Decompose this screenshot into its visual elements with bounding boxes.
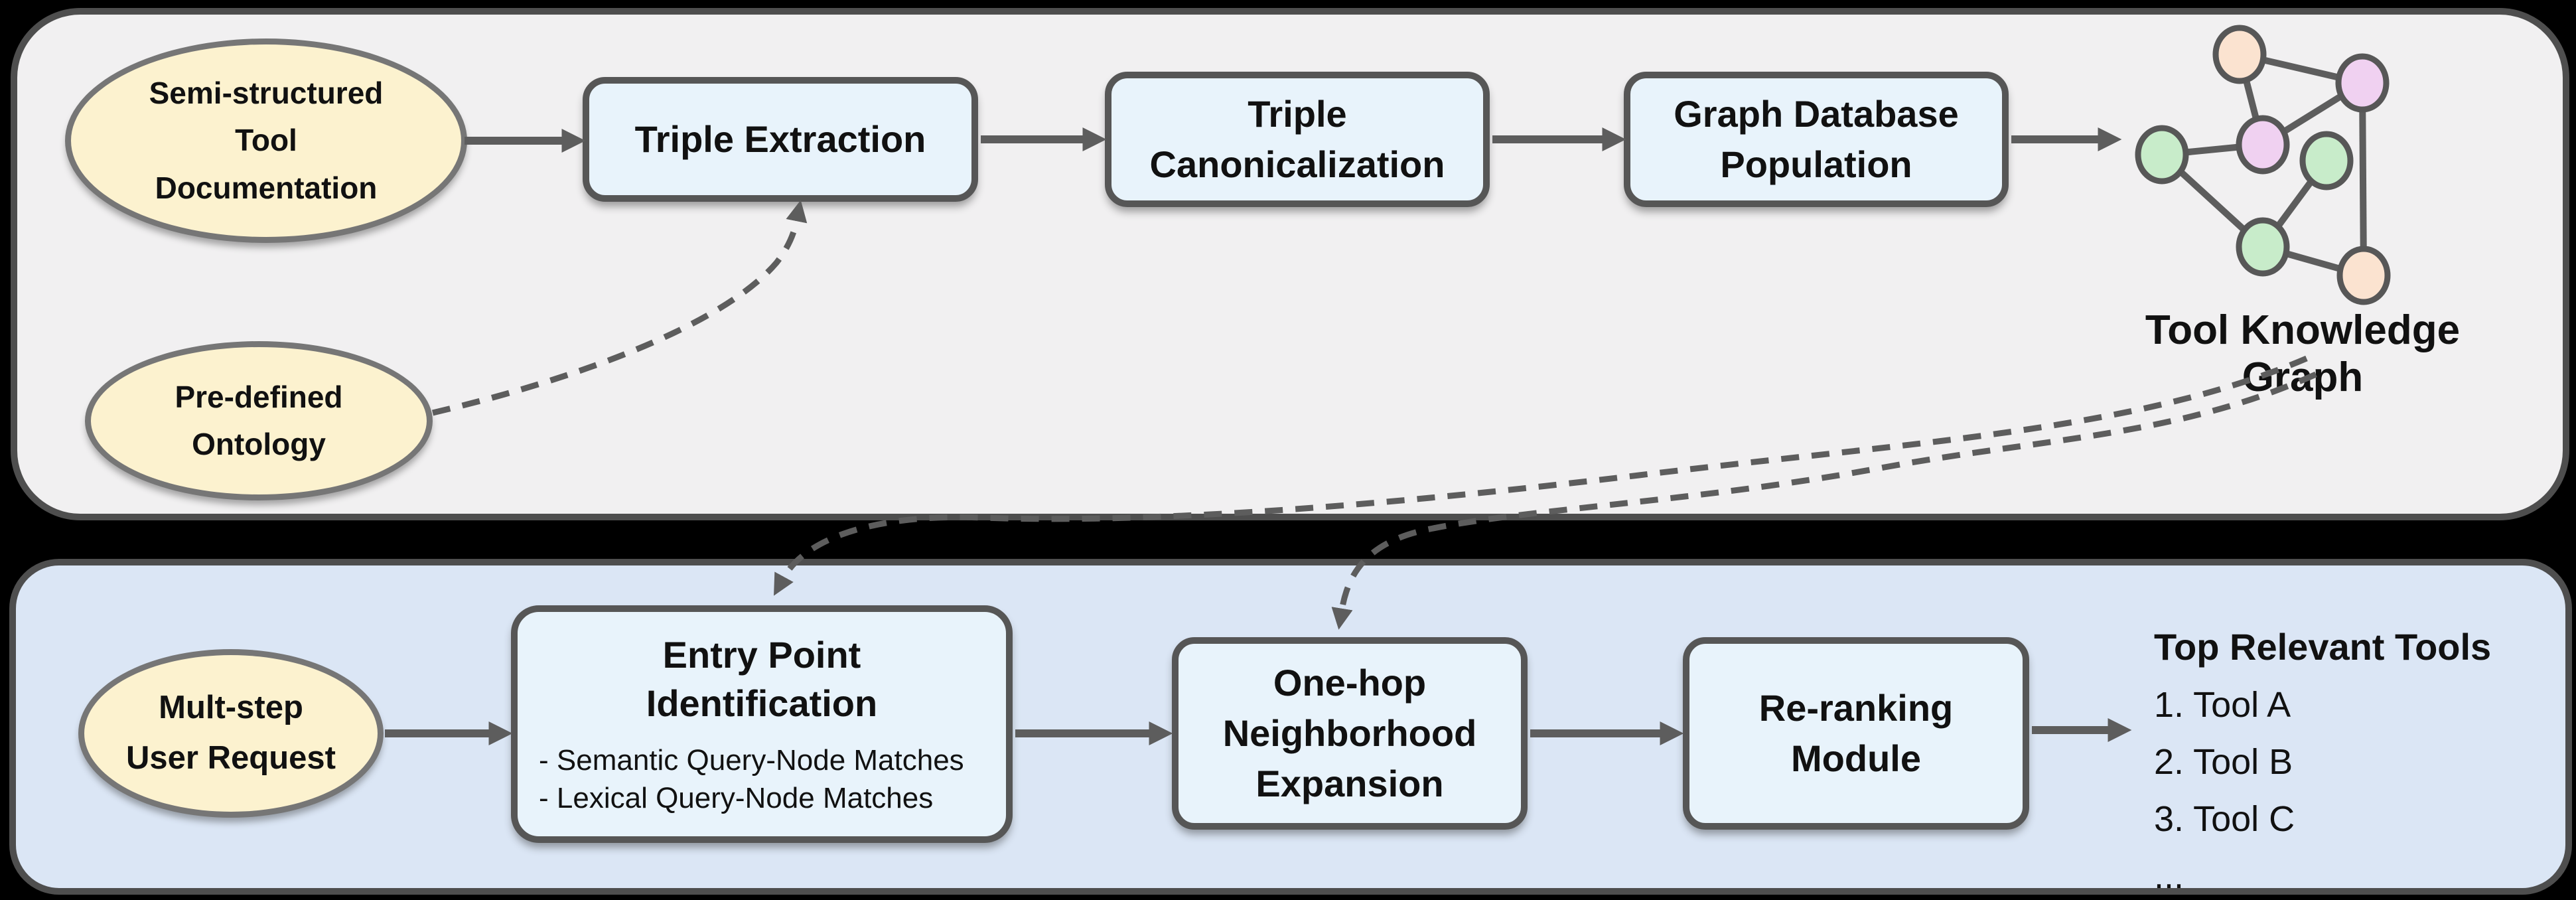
top-relevant-tools-title: Top Relevant Tools <box>2154 626 2492 668</box>
re-ranking-module-box: Re-ranking Module <box>1683 637 2029 830</box>
tool-list-ellipsis: ... <box>2154 856 2184 896</box>
mult-step-user-request-ellipse: Mult-step User Request <box>78 649 384 818</box>
tool-list-item: 3. Tool C <box>2154 799 2295 839</box>
tool-knowledge-graph-caption: Tool Knowledge Graph <box>2145 307 2461 400</box>
triple-canonicalization-box: Triple Canonicalization <box>1105 72 1490 207</box>
top-relevant-tools-list: Top Relevant Tools 1. Tool A 2. Tool B 3… <box>2154 625 2565 897</box>
triple-extraction-box: Triple Extraction <box>583 77 978 202</box>
entry-point-identification-title: Entry Point Identification <box>646 634 878 724</box>
entry-point-bullet-list: - Semantic Query-Node Matches - Lexical … <box>518 741 964 817</box>
one-hop-neighborhood-expansion-box: One-hop Neighborhood Expansion <box>1172 637 1528 830</box>
tool-list-item: 1. Tool A <box>2154 685 2291 725</box>
entry-point-identification-box: Entry Point Identification - Semantic Qu… <box>511 605 1013 843</box>
graph-database-population-box: Graph Database Population <box>1624 72 2009 207</box>
pre-defined-ontology-ellipse: Pre-defined Ontology <box>85 341 433 500</box>
semi-structured-tool-documentation-ellipse: Semi-structured Tool Documentation <box>65 38 467 243</box>
entry-point-bullet-semantic: - Semantic Query-Node Matches <box>539 743 964 777</box>
entry-point-bullet-lexical: - Lexical Query-Node Matches <box>539 781 934 814</box>
tool-list-item: 2. Tool B <box>2154 742 2293 782</box>
